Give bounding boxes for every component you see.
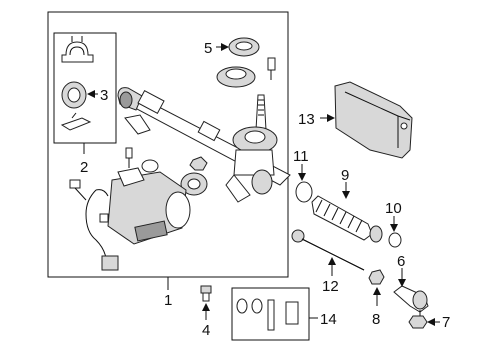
subassembly-frame bbox=[53, 32, 117, 144]
callout-6: 6 bbox=[397, 253, 405, 270]
small-clamp-part bbox=[388, 232, 402, 248]
castle-nut-part bbox=[408, 315, 428, 329]
heat-shield-part bbox=[334, 81, 413, 159]
clip-part bbox=[60, 112, 92, 131]
mount-bracket-part bbox=[61, 36, 94, 63]
callout-8: 8 bbox=[372, 311, 380, 328]
callout-9: 9 bbox=[341, 167, 349, 184]
callout-4: 4 bbox=[202, 322, 210, 339]
nut-part bbox=[189, 156, 208, 171]
housing-end-part bbox=[225, 169, 273, 203]
outer-tie-rod-end-part bbox=[393, 285, 429, 320]
clamp-part bbox=[295, 181, 313, 203]
seal-ring-part bbox=[228, 37, 260, 57]
o-ring-part bbox=[141, 159, 159, 173]
callout-10: 10 bbox=[385, 200, 402, 217]
callout-7: 7 bbox=[442, 314, 450, 331]
seal-kit-frame bbox=[231, 287, 310, 341]
callout-3: 3 bbox=[100, 87, 108, 104]
wiring-harness-part bbox=[69, 179, 119, 271]
seal-kit-contents bbox=[236, 298, 299, 331]
inner-tie-rod-part bbox=[291, 229, 365, 271]
mount-bolt-part bbox=[200, 285, 212, 302]
callout-1: 1 bbox=[164, 292, 172, 309]
input-shaft-part bbox=[232, 94, 278, 176]
boot-part bbox=[311, 195, 383, 243]
bolt-part bbox=[125, 147, 133, 168]
callout-12: 12 bbox=[322, 278, 339, 295]
callout-13: 13 bbox=[298, 111, 315, 128]
jam-nut-part bbox=[368, 269, 385, 285]
pinion-bearing-part bbox=[216, 57, 276, 88]
assist-motor-part bbox=[107, 167, 191, 245]
callout-14: 14 bbox=[320, 311, 337, 328]
callout-2: 2 bbox=[80, 159, 88, 176]
sensor-collar-part bbox=[180, 172, 208, 196]
bushing-part bbox=[61, 81, 87, 109]
callout-11: 11 bbox=[293, 148, 309, 165]
callout-5: 5 bbox=[204, 40, 212, 57]
